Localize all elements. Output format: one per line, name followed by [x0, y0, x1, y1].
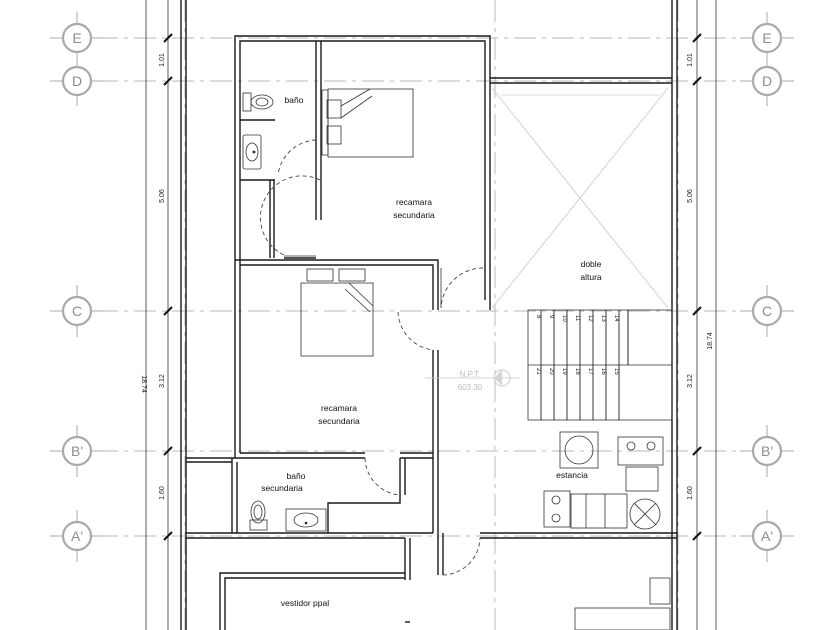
dim-left-4: 1.60 [159, 486, 166, 500]
stair-step: 20 [548, 368, 554, 375]
grid-bubble-right-A-prime: A' [740, 510, 794, 562]
stair-step: 10 [561, 315, 567, 322]
dim-right-3: 3.12 [687, 374, 694, 388]
bathroom-fixtures-lower [249, 500, 327, 532]
closet-right [574, 577, 671, 630]
grid-label: A' [71, 528, 83, 544]
grid-bubble-right-D: D [740, 58, 794, 106]
level-value: 603.30 [458, 383, 483, 392]
grid-bubble-left-C: C [50, 285, 104, 337]
stair-step: 17 [587, 368, 593, 375]
grid-label: B' [761, 443, 773, 459]
grid-bubble-right-C: C [740, 285, 794, 337]
stair-step: 9 [548, 315, 554, 319]
staircase: 8 9 10 11 12 13 14 21 20 19 18 17 16 15 [527, 309, 673, 421]
room-label-doble-altura: doble [581, 259, 602, 269]
stair-step: 16 [600, 368, 606, 375]
room-label-bano-secundaria: baño [287, 471, 306, 481]
room-label-vestidor: vestidor ppal [281, 598, 329, 608]
dim-right-2: 5.06 [687, 189, 694, 203]
grid-bubble-right-B-prime: B' [740, 425, 794, 477]
stair-step: 12 [587, 315, 593, 322]
stair-step: 21 [535, 368, 541, 375]
grid-label: A' [761, 528, 773, 544]
grid-bubble-right-E: E [740, 12, 794, 64]
grid-label: E [72, 30, 81, 46]
double-height-void [491, 87, 669, 309]
stair-step: 14 [613, 315, 619, 322]
door-swings [259, 139, 484, 576]
living-furniture [543, 431, 664, 530]
room-label-bano: baño [285, 95, 304, 105]
stair-step: 18 [574, 368, 580, 375]
grid-label: E [762, 30, 771, 46]
dim-left-2: 5.06 [159, 189, 166, 203]
level-marker: N.P.T. 603.30 [425, 369, 520, 392]
room-label-bano-secundaria-2: secundaria [261, 483, 303, 493]
stair-step: 19 [561, 368, 567, 375]
room-label-recamara-upper-2: secundaria [393, 210, 435, 220]
stair-step: 11 [574, 315, 580, 322]
dim-right-4: 1.60 [687, 486, 694, 500]
stair-step: 13 [600, 315, 606, 322]
bathroom-fixtures-upper [242, 92, 274, 170]
grid-label: C [762, 303, 772, 319]
level-label: N.P.T. [460, 370, 481, 379]
dim-right-1: 1.01 [687, 53, 694, 67]
dim-left-3: 3.12 [159, 374, 166, 388]
grid-lines [96, 0, 748, 630]
stair-step: 15 [613, 368, 619, 375]
walls [180, 0, 678, 630]
grid-bubble-left-B-prime: B' [50, 425, 104, 477]
grid-label: C [72, 303, 82, 319]
grid-bubble-left-A-prime: A' [50, 510, 104, 562]
dimension-lines [145, 0, 717, 630]
grid-label: D [762, 73, 772, 89]
room-label-recamara-upper: recamara [396, 197, 432, 207]
dim-left-total: 18.74 [140, 375, 147, 393]
dim-left-1: 1.01 [159, 53, 166, 67]
grid-bubble-left-E: E [50, 12, 104, 64]
stair-step: 8 [535, 315, 541, 319]
grid-label: B' [71, 443, 83, 459]
grid-label: D [72, 73, 82, 89]
grid-bubble-left-D: D [50, 58, 104, 106]
bed-upper [321, 88, 414, 158]
room-label-doble-altura-2: altura [580, 272, 602, 282]
room-label-recamara-lower-2: secundaria [318, 416, 360, 426]
room-label-recamara-lower: recamara [321, 403, 357, 413]
bed-lower [300, 268, 374, 357]
room-label-estancia: estancia [556, 470, 588, 480]
dim-right-total: 18.74 [707, 332, 714, 350]
